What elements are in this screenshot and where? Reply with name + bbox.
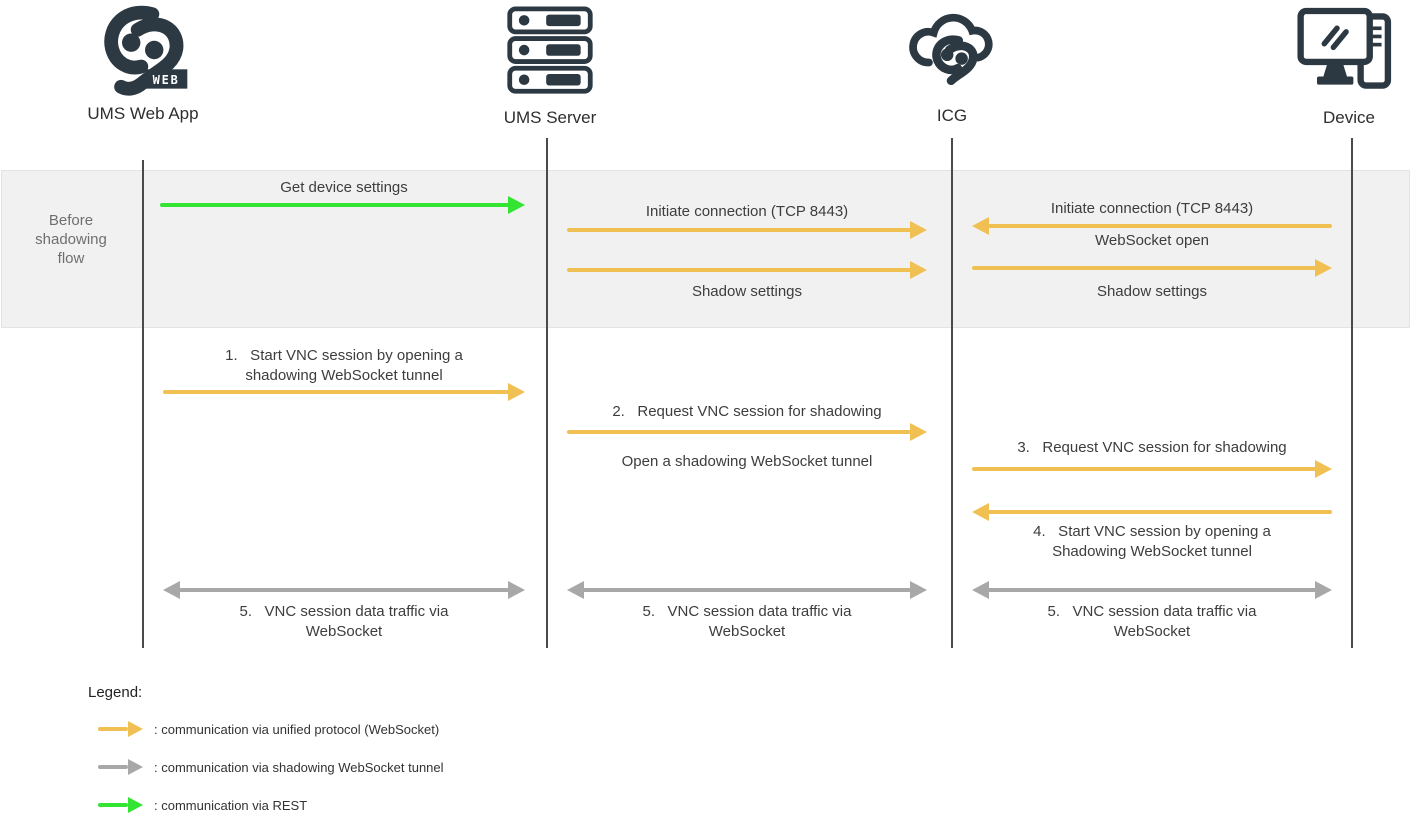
message-step4: 4. Start VNC session by opening a Shadow… bbox=[972, 522, 1332, 562]
arrow-shadow-settings-ums-icg bbox=[567, 261, 927, 279]
arrow-step5-icg-device bbox=[972, 581, 1332, 599]
ums-server-icon bbox=[502, 5, 598, 102]
message-step4-line2: Shadowing WebSocket tunnel bbox=[1052, 543, 1252, 560]
actor-label-icg: ICG bbox=[936, 106, 968, 125]
lifeline-ums-server bbox=[546, 138, 548, 648]
message-get-device-settings: Get device settings bbox=[280, 179, 408, 196]
legend-green-arrow-icon bbox=[98, 797, 143, 813]
message-step5-line1: 5. VNC session data traffic via bbox=[1047, 603, 1257, 620]
message-step5-ums-icg: 5. VNC session data traffic via WebSocke… bbox=[567, 602, 927, 642]
message-step1-line1: 1. Start VNC session by opening a bbox=[225, 347, 463, 364]
message-step1-line2: shadowing WebSocket tunnel bbox=[245, 367, 443, 384]
icg-cloud-icon bbox=[904, 2, 1000, 103]
before-shadowing-band-label: Before shadowing flow bbox=[35, 212, 107, 267]
lifeline-device bbox=[1351, 138, 1353, 648]
legend-item-rest: : communication via REST bbox=[154, 798, 308, 813]
message-step5-line1: 5. VNC session data traffic via bbox=[642, 603, 852, 620]
message-websocket-open: WebSocket open bbox=[1095, 232, 1209, 249]
message-step5-icg-device: 5. VNC session data traffic via WebSocke… bbox=[972, 602, 1332, 642]
legend-item-shadowing-tunnel: : communication via shadowing WebSocket … bbox=[154, 760, 444, 775]
message-step5-line2: WebSocket bbox=[708, 623, 786, 640]
message-shadow-settings-icg-device: Shadow settings bbox=[1096, 283, 1208, 300]
before-shadowing-band bbox=[1, 170, 1410, 328]
message-step1: 1. Start VNC session by opening a shadow… bbox=[163, 346, 525, 386]
arrow-step5-webapp-ums bbox=[163, 581, 525, 599]
message-initiate-connection-device-icg: Initiate connection (TCP 8443) bbox=[1050, 200, 1254, 217]
message-step5-line1: 5. VNC session data traffic via bbox=[239, 603, 449, 620]
arrow-step5-ums-icg bbox=[567, 581, 927, 599]
message-initiate-connection-ums-icg: Initiate connection (TCP 8443) bbox=[645, 203, 849, 220]
message-open-tunnel: Open a shadowing WebSocket tunnel bbox=[621, 453, 873, 470]
arrow-initiate-connection-device-icg bbox=[972, 217, 1332, 235]
message-step5-webapp-ums: 5. VNC session data traffic via WebSocke… bbox=[163, 602, 525, 642]
legend-yellow-arrow-icon bbox=[98, 721, 143, 737]
device-icon bbox=[1297, 7, 1397, 100]
actor-label-ums-server: UMS Server bbox=[503, 108, 597, 127]
legend-title: Legend: bbox=[88, 684, 143, 701]
arrow-step2 bbox=[567, 423, 927, 441]
lifeline-ums-web-app bbox=[142, 160, 144, 648]
message-shadow-settings-ums-icg: Shadow settings bbox=[691, 283, 803, 300]
actor-label-device: Device bbox=[1323, 108, 1375, 127]
legend-item-unified-protocol: : communication via unified protocol (We… bbox=[154, 722, 440, 737]
arrow-step3 bbox=[972, 460, 1332, 478]
arrow-step4 bbox=[972, 503, 1332, 521]
arrow-get-device-settings bbox=[160, 196, 525, 214]
actor-label-ums-web-app: UMS Web App bbox=[87, 104, 199, 123]
message-step5-line2: WebSocket bbox=[1113, 623, 1191, 640]
message-step3: 3. Request VNC session for shadowing bbox=[1017, 439, 1287, 456]
message-step2: 2. Request VNC session for shadowing bbox=[612, 403, 882, 420]
arrow-initiate-connection-ums-icg bbox=[567, 221, 927, 239]
lifeline-icg bbox=[951, 138, 953, 648]
arrow-websocket-open bbox=[972, 259, 1332, 277]
message-step4-line1: 4. Start VNC session by opening a bbox=[1033, 523, 1271, 540]
web-badge-label: WEB bbox=[153, 73, 180, 87]
legend-gray-arrow-icon bbox=[98, 759, 143, 775]
arrow-step1 bbox=[163, 383, 525, 401]
ums-web-app-icon: WEB bbox=[99, 3, 191, 102]
message-step5-line2: WebSocket bbox=[305, 623, 383, 640]
